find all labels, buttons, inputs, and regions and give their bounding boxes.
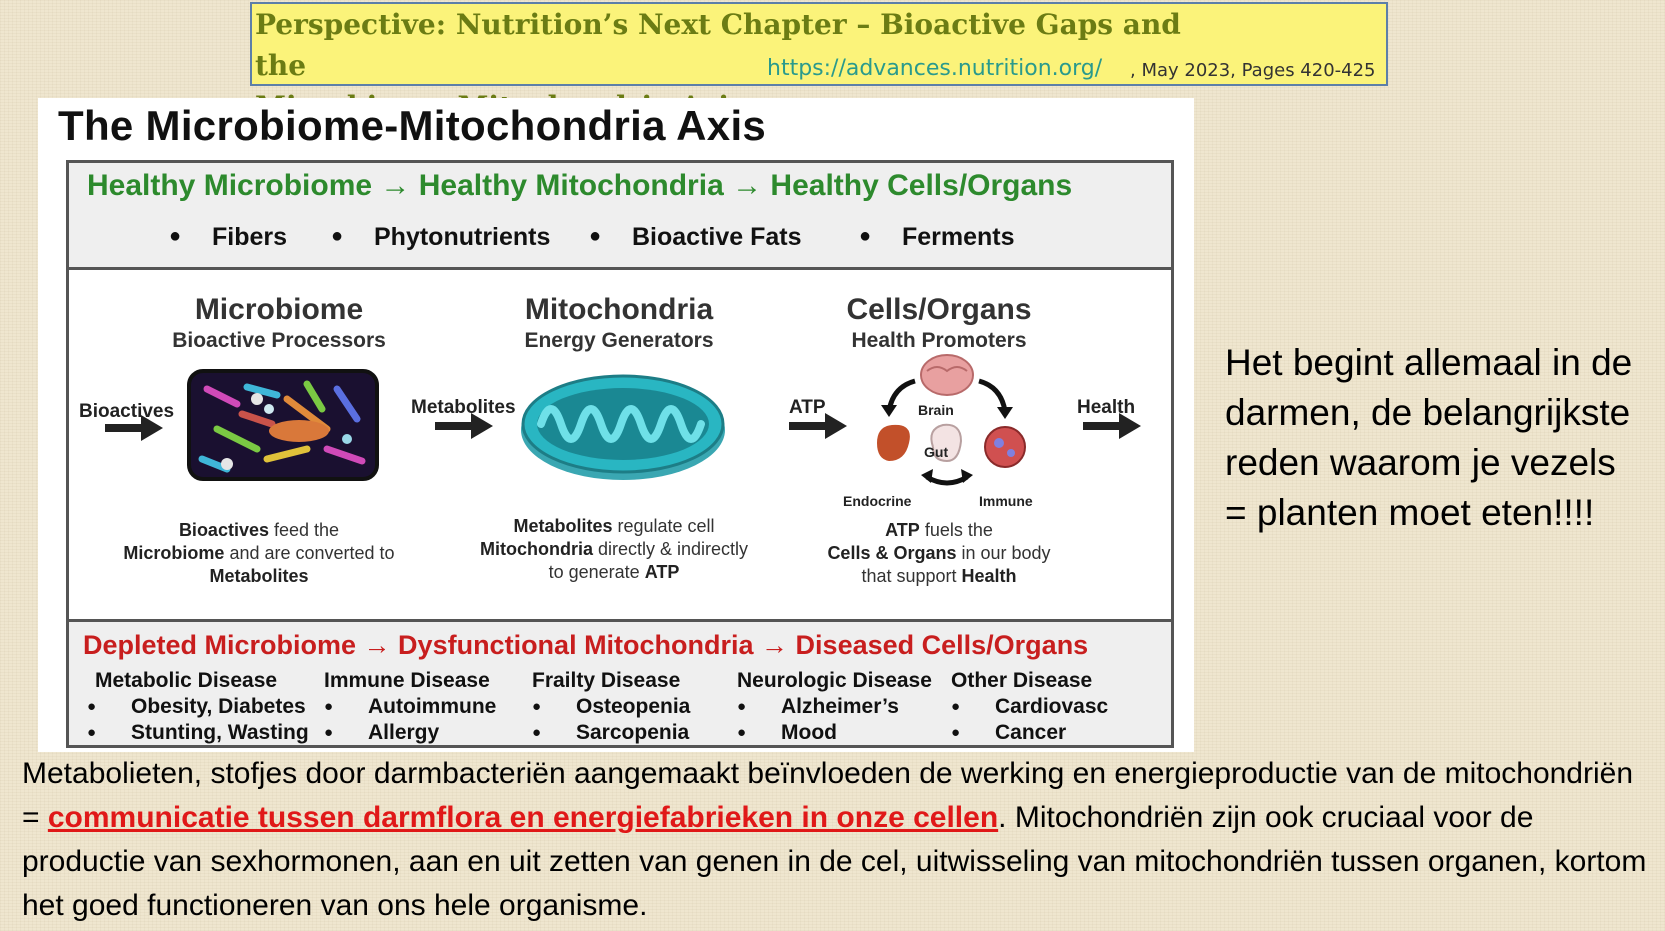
disease-item: Allergy <box>324 720 496 746</box>
microbiome-subtitle: Bioactive Processors <box>172 329 386 352</box>
bioactives-label: Bioactives <box>79 401 175 422</box>
brain-label: Brain <box>918 402 954 418</box>
disease-group-other: Other Disease Cardiovasc Cancer <box>951 668 1108 746</box>
mitochondria-heading: Mitochondria Energy Generators <box>489 293 749 353</box>
disease-item: Osteopenia <box>532 694 690 720</box>
bioactive-fibers: Fibers <box>212 223 288 251</box>
bioactive-fats: Bioactive Fats <box>632 223 802 251</box>
mitochondria-description: Metabolites regulate cell Mitochondria d… <box>479 516 749 582</box>
arrow-right-icon <box>435 413 493 439</box>
bioactive-ferments: Ferments <box>902 223 1015 251</box>
bullet-icon: ● <box>169 225 182 247</box>
endocrine-label: Endocrine <box>843 493 912 509</box>
disease-group-title: Neurologic Disease <box>737 669 932 692</box>
bullet-icon: ● <box>859 225 872 247</box>
explanation-paragraph: Metabolieten, stofjes door darmbacteriën… <box>22 752 1652 928</box>
disease-item: Alzheimer’s <box>737 694 932 720</box>
depleted-chain-heading: Depleted Microbiome → Dysfunctional Mito… <box>83 630 1089 660</box>
disease-item: Mood <box>737 720 932 746</box>
cells-title: Cells/Organs <box>846 293 1032 326</box>
disease-group-metabolic: Metabolic Disease Obesity, Diabetes Stun… <box>87 668 309 746</box>
axis-figure: The Microbiome-Mitochondria Axis Healthy… <box>38 98 1194 752</box>
figure-frame: Healthy Microbiome → Healthy Mitochondri… <box>66 160 1174 748</box>
disease-group-title: Frailty Disease <box>532 669 681 692</box>
disease-item: Cardiovasc <box>951 694 1108 720</box>
disease-item: Sarcopenia <box>532 720 690 746</box>
metabolites-label: Metabolites <box>411 397 516 418</box>
disease-group-frailty: Frailty Disease Osteopenia Sarcopenia <box>532 668 690 746</box>
cells-subtitle: Health Promoters <box>851 329 1027 352</box>
bioactive-phytonutrients: Phytonutrients <box>374 223 551 251</box>
disease-group-title: Metabolic Disease <box>95 669 278 692</box>
disease-item: Autoimmune <box>324 694 496 720</box>
microbiome-bacteria-illustration <box>187 369 379 481</box>
bullet-icon: ● <box>589 225 602 247</box>
disease-group-immune: Immune Disease Autoimmune Allergy <box>324 668 496 746</box>
disease-group-title: Other Disease <box>951 669 1093 692</box>
gut-label: Gut <box>924 444 949 460</box>
disease-group-neurologic: Neurologic Disease Alzheimer’s Mood <box>737 668 932 746</box>
immune-label: Immune <box>979 493 1033 509</box>
disease-item: Obesity, Diabetes <box>87 694 309 720</box>
healthy-band: Healthy Microbiome → Healthy Mitochondri… <box>69 163 1171 270</box>
disease-group-title: Immune Disease <box>324 669 490 692</box>
citation-header: Perspective: Nutrition’s Next Chapter – … <box>250 2 1388 123</box>
healthy-chain-heading: Healthy Microbiome → Healthy Mitochondri… <box>87 169 1073 202</box>
figure-title: The Microbiome-Mitochondria Axis <box>58 102 767 149</box>
microbiome-description: Bioactives feed the Microbiome and are c… <box>123 520 395 586</box>
health-label: Health <box>1077 397 1136 418</box>
explanation-part2: . Mitochondriën zijn ook cruciaal voor d… <box>22 801 1647 922</box>
cells-description: ATP fuels the Cells & Organs in our body… <box>827 520 1051 586</box>
microbiome-title: Microbiome <box>194 293 364 326</box>
arrow-right-icon <box>105 415 163 441</box>
mitochondrion-illustration <box>521 374 725 480</box>
explanation-part1: Metabolieten, stofjes door darmbacteriën… <box>22 757 1634 834</box>
arrow-right-icon <box>789 413 847 439</box>
side-note: Het begint allemaal in de darmen, de bel… <box>1225 342 1633 533</box>
arrow-right-icon <box>1083 413 1141 439</box>
paper-title-line1: Perspective: Nutrition’s Next Chapter – … <box>255 8 1181 82</box>
mitochondria-subtitle: Energy Generators <box>524 329 714 352</box>
microbiome-heading: Microbiome Bioactive Processors <box>149 293 409 353</box>
journal-link[interactable]: https://advances.nutrition.org/ <box>767 56 1103 81</box>
atp-label: ATP <box>789 397 826 418</box>
publication-date: , May 2023, Pages 420-425 <box>1130 60 1376 81</box>
disease-item: Cancer <box>951 720 1108 746</box>
depleted-band: Depleted Microbiome → Dysfunctional Mito… <box>69 619 1171 746</box>
organs-cycle-illustration <box>877 354 1026 486</box>
explanation-highlight: communicatie tussen darmflora en energie… <box>47 801 999 834</box>
mitochondria-title: Mitochondria <box>524 293 714 326</box>
cells-heading: Cells/Organs Health Promoters <box>809 293 1069 353</box>
disease-item: Stunting, Wasting <box>87 720 309 746</box>
bullet-icon: ● <box>331 225 344 247</box>
